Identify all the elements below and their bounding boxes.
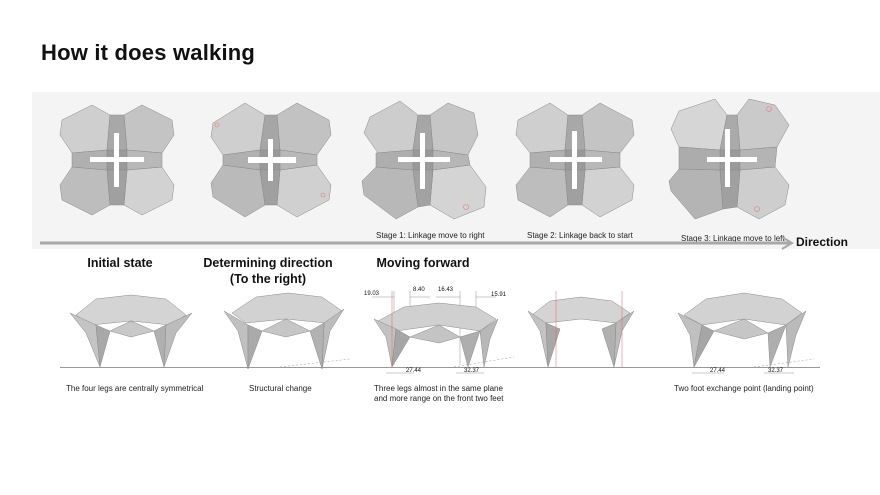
dimension-7: 27.44 [710,368,726,374]
side-view-moving-forward [372,291,515,374]
direction-arrow [40,236,794,250]
dimension-6: 32.37 [464,368,480,374]
top-view-stage-3 [668,98,790,220]
dimension-8: 32.37 [768,368,784,374]
phase-determining-line-2: (To the right) [229,272,307,286]
page-title: How it does walking [41,40,256,65]
ground-line [60,367,820,368]
dimension-5: 27.44 [406,368,422,374]
side-view-determining [223,292,350,370]
top-view-stage-2 [515,102,635,218]
side-view-initial [69,294,193,368]
stage-3-label: Stage 3: Linkage move to left [681,234,785,243]
phase-initial-state: Initial state [87,256,153,270]
caption-initial: The four legs are centrally symmetrical [66,384,204,393]
caption-moving-line-2: and more range on the front two feet [374,394,504,403]
phase-moving-forward: Moving forward [376,256,470,270]
side-view-stage-3 [677,292,814,374]
dimension-1: 19.03 [364,291,380,297]
caption-structural-change: Structural change [249,384,312,393]
dimension-3: 16.43 [438,287,454,293]
phase-determining-direction: Determining direction (To the right) [198,255,338,287]
phase-determining-line-1: Determining direction [203,256,333,270]
dimension-2: 8.40 [413,287,425,293]
direction-label: Direction [796,235,849,249]
caption-foot-exchange: Two foot exchange point (landing point) [674,384,814,393]
side-view-stage-2 [527,291,635,368]
stage-2-label: Stage 2: Linkage back to start [527,231,633,240]
caption-moving-forward: Three legs almost in the same plane and … [374,384,503,404]
caption-moving-line-1: Three legs almost in the same plane [374,384,503,393]
top-view-initial [59,104,175,216]
stage-1-label: Stage 1: Linkage move to right [376,231,485,240]
top-view-determining [210,102,332,218]
top-view-stage-1 [361,100,487,220]
dimension-4: 15.91 [491,292,507,298]
